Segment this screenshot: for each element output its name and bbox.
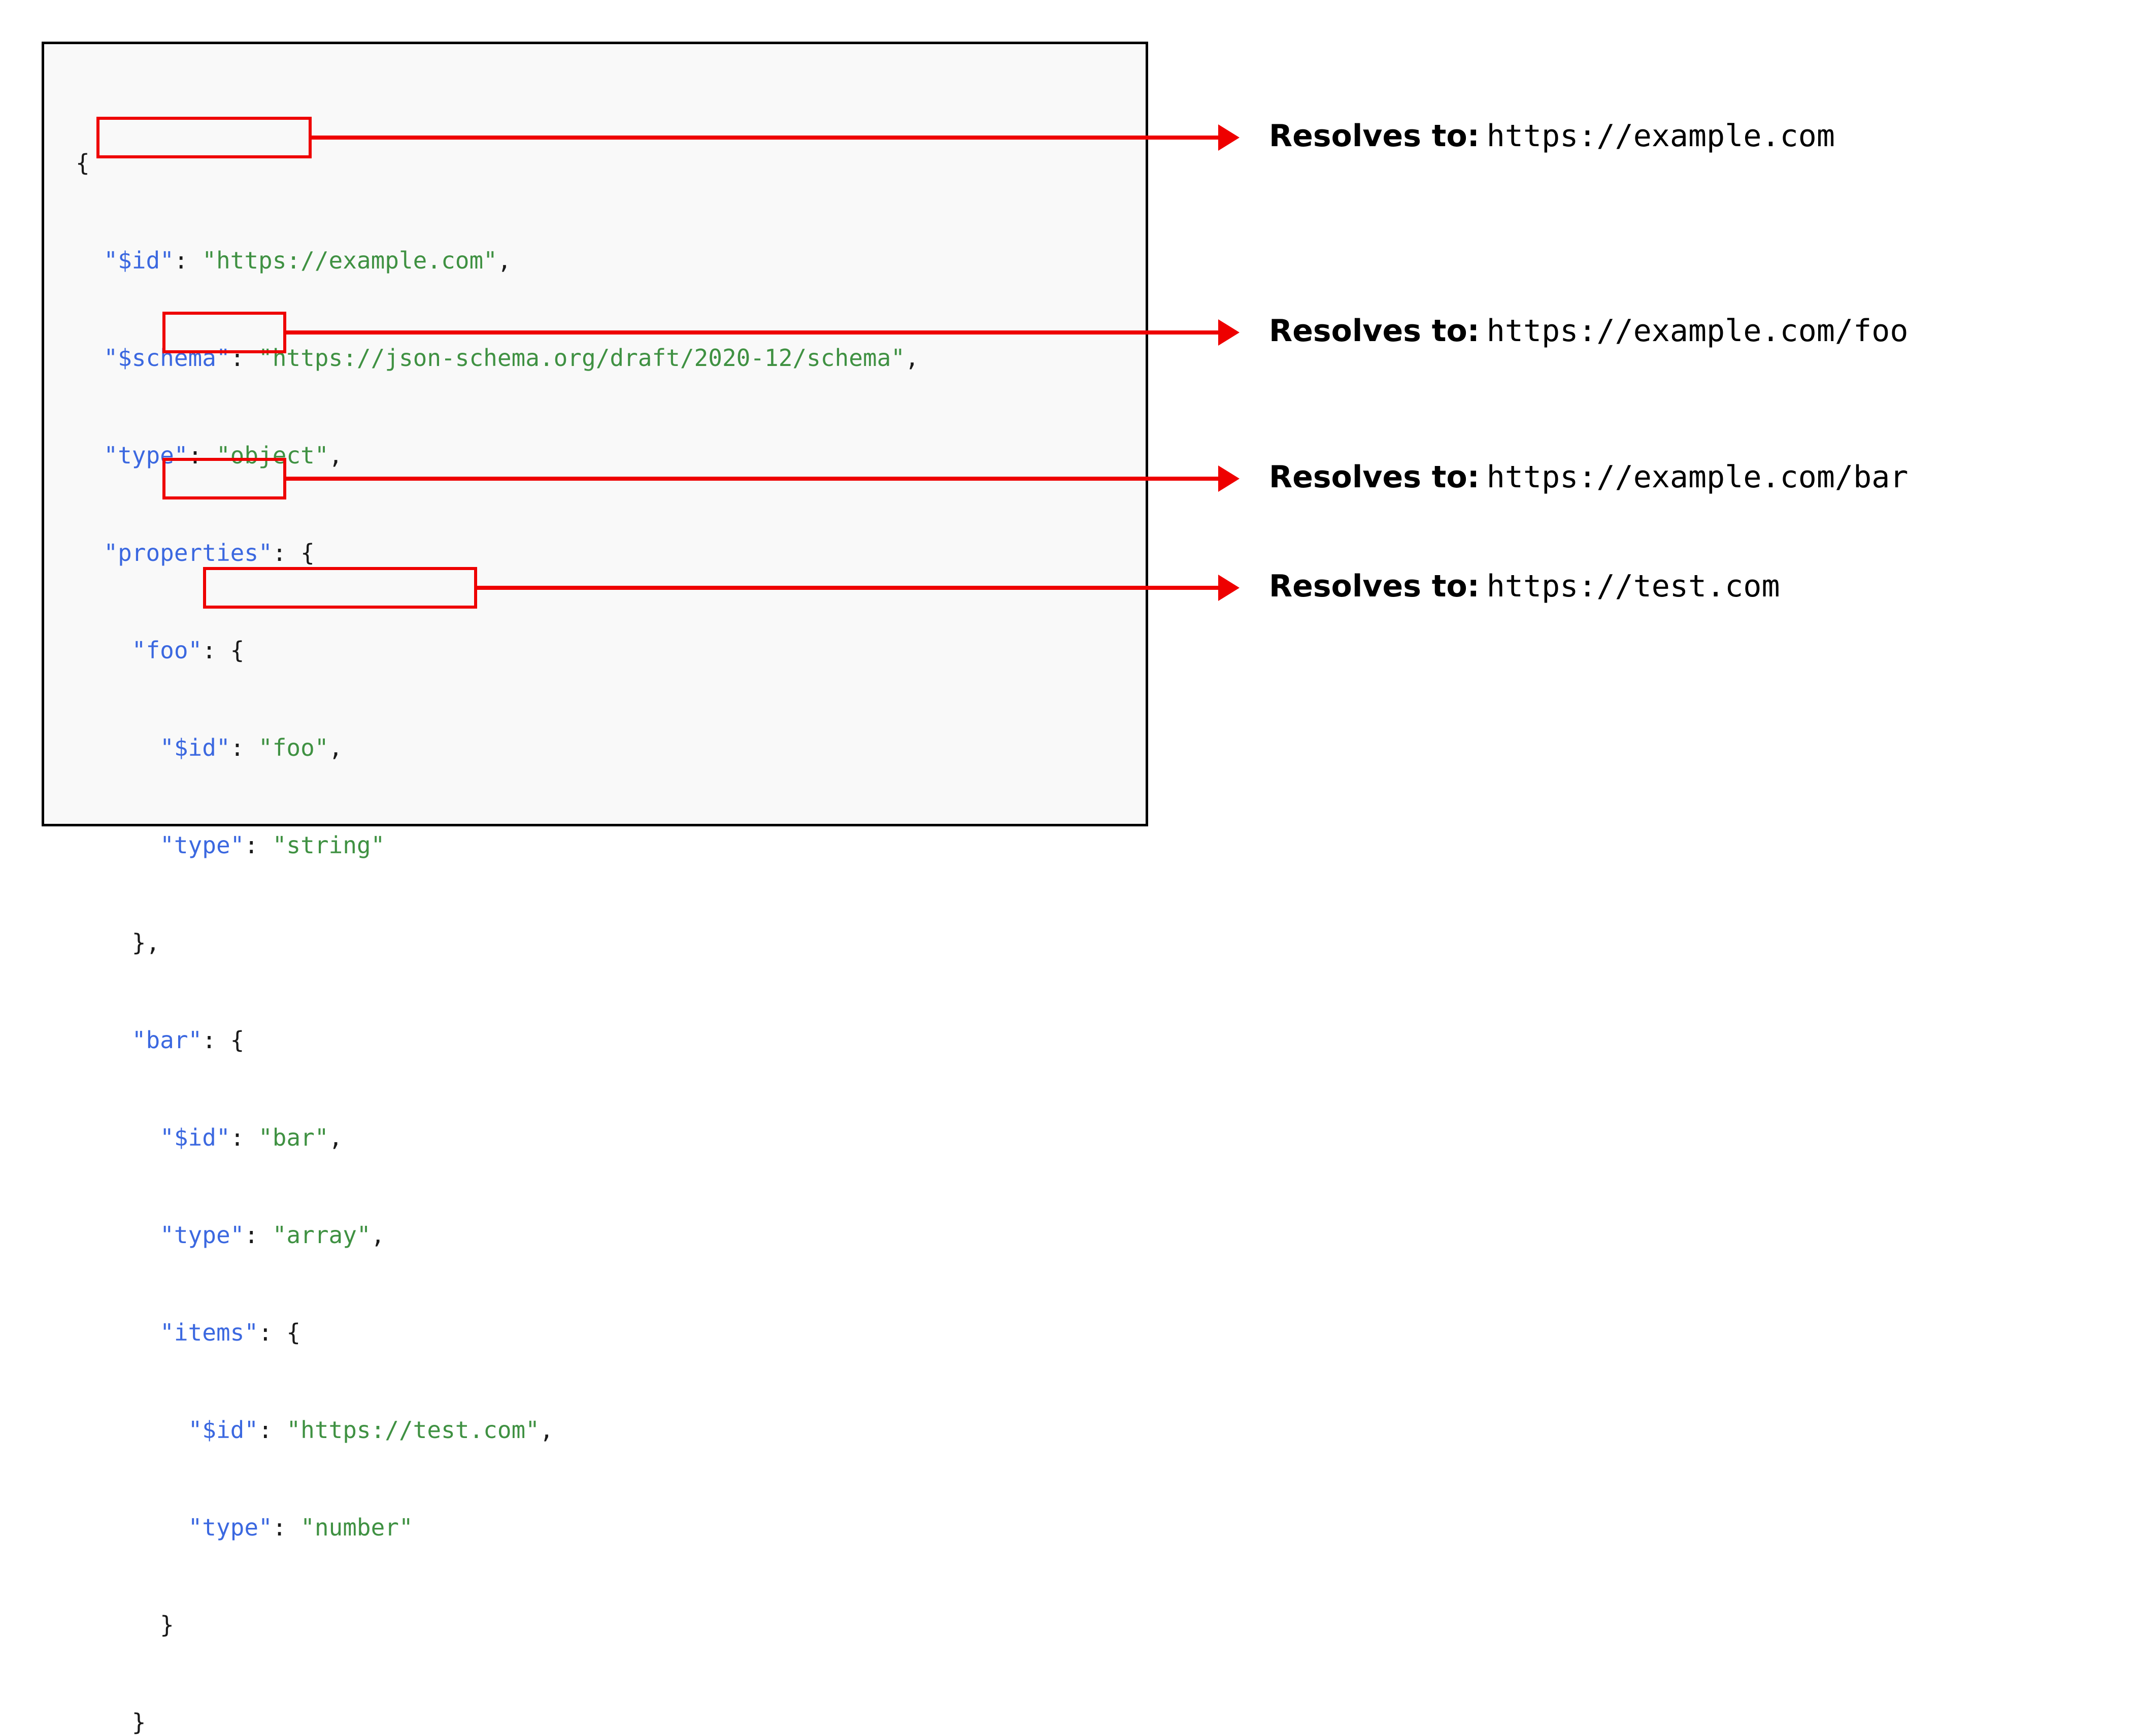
code-line-text: "type": "string" (160, 831, 385, 859)
code-line-text: "type": "array", (160, 1221, 385, 1249)
code-line-text: }, (76, 929, 160, 956)
code-line-text: "items": { (160, 1319, 301, 1346)
code-line: "type": "number" (76, 1511, 919, 1544)
code-line-text: "properties": { (104, 539, 315, 566)
connector-line-bar (285, 477, 1219, 481)
annotation-root: Resolves to:https://example.com (1269, 121, 1835, 151)
code-line: "bar": { (76, 1024, 919, 1056)
code-line-text: "$id": "foo", (160, 734, 343, 761)
code-line-text: } (76, 1611, 174, 1639)
code-line-text: } (76, 1709, 146, 1736)
code-line-text: { (76, 149, 90, 177)
connector-line-root (311, 136, 1219, 140)
code-line-text: "foo": { (131, 637, 245, 664)
code-line: "foo": { (76, 634, 919, 666)
code-line-text: "$id": "https://example.com", (104, 247, 512, 274)
code-line: "type": "object", (76, 439, 919, 472)
arrow-head-foo (1218, 319, 1240, 346)
code-line: "$schema": "https://json-schema.org/draf… (76, 342, 919, 374)
resolved-url: https://example.com/foo (1486, 313, 1908, 349)
code-line: "type": "array", (76, 1219, 919, 1251)
code-line: { (76, 147, 919, 179)
code-listing: { "$id": "https://example.com", "$schema… (76, 82, 919, 1736)
code-line: "$id": "bar", (76, 1121, 919, 1154)
arrow-head-root (1218, 124, 1240, 151)
code-line-text: "type": "number" (188, 1514, 413, 1541)
arrow-head-bar (1218, 465, 1240, 492)
code-line: "type": "string" (76, 829, 919, 861)
resolved-url: https://example.com (1486, 118, 1835, 154)
code-line: "$id": "https://example.com", (76, 244, 919, 277)
annotation-foo: Resolves to:https://example.com/foo (1269, 316, 1908, 346)
connector-line-items (476, 586, 1219, 590)
resolved-url: https://example.com/bar (1486, 459, 1908, 495)
code-line: "$id": "https://test.com", (76, 1414, 919, 1446)
connector-line-foo (285, 330, 1219, 335)
code-line: }, (76, 926, 919, 959)
code-line: "items": { (76, 1316, 919, 1349)
resolves-to-label: Resolves to: (1269, 569, 1480, 604)
resolves-to-label: Resolves to: (1269, 313, 1480, 349)
code-line: "properties": { (76, 537, 919, 569)
code-line: "$id": "foo", (76, 731, 919, 764)
code-line-text: "$schema": "https://json-schema.org/draf… (104, 344, 919, 372)
code-line-text: "$id": "https://test.com", (188, 1416, 554, 1444)
resolves-to-label: Resolves to: (1269, 118, 1480, 154)
resolved-url: https://test.com (1486, 569, 1780, 604)
code-line-text: "$id": "bar", (160, 1124, 343, 1151)
annotation-items: Resolves to:https://test.com (1269, 571, 1780, 602)
annotation-bar: Resolves to:https://example.com/bar (1269, 462, 1908, 492)
code-line-text: "type": "object", (104, 442, 343, 469)
resolves-to-label: Resolves to: (1269, 459, 1480, 495)
arrow-head-items (1218, 575, 1240, 601)
code-line-text: "bar": { (131, 1026, 245, 1054)
json-schema-code-block: { "$id": "https://example.com", "$schema… (42, 42, 1148, 1736)
code-line: } (76, 1609, 919, 1641)
code-line: } (76, 1706, 919, 1736)
